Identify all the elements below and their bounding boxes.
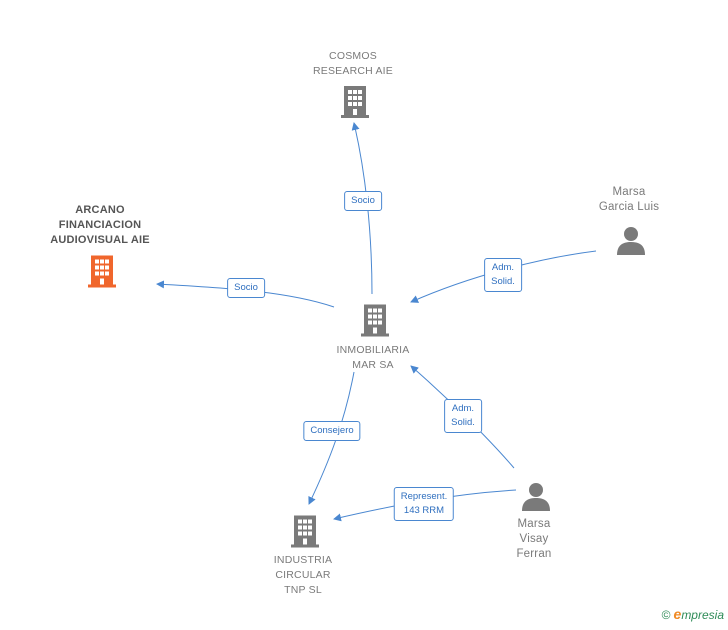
person-icon	[617, 227, 645, 255]
brand-footer[interactable]: ©empresia	[662, 606, 724, 622]
node-label-line: Marsa	[517, 518, 551, 530]
node-label-line: COSMOS	[329, 50, 377, 62]
node-marsa-garcia-luis[interactable]: Marsa Garcia Luis	[599, 185, 659, 215]
node-label-line: AUDIOVISUAL AIE	[50, 234, 150, 246]
edge-label-text: Represent.	[400, 491, 448, 502]
edge-label-text: Adm.	[451, 403, 475, 414]
building-icon	[361, 304, 389, 337]
node-cosmos-research[interactable]: COSMOS RESEARCH AIE	[313, 49, 393, 79]
node-arcano-financiacion[interactable]: ARCANO FINANCIACION AUDIOVISUAL AIE	[50, 203, 150, 248]
building-icon	[88, 255, 116, 288]
node-label-line: INMOBILIARIA	[336, 344, 410, 356]
edge-label-text: Solid.	[451, 417, 475, 428]
edge-label-text: Socio	[351, 195, 375, 206]
node-label-line: Marsa	[612, 186, 646, 198]
node-label-line: RESEARCH AIE	[312, 65, 394, 77]
node-label-line: CIRCULAR	[275, 569, 331, 581]
edge-label-represent: Represent. 143 RRM	[393, 487, 455, 521]
node-label-line: Ferran	[516, 548, 552, 560]
edge-label-socio-cosmos: Socio	[344, 191, 382, 211]
edge-label-socio-arcano: Socio	[227, 278, 265, 298]
brand-initial: e	[673, 606, 682, 622]
edge-label-consejero: Consejero	[303, 421, 361, 441]
node-label-line: Visay	[519, 533, 549, 545]
node-label-line: Garcia Luis	[598, 201, 660, 213]
edge-label-text: Socio	[234, 282, 258, 293]
node-industria-circular[interactable]: INDUSTRIA CIRCULAR TNP SL	[274, 553, 332, 598]
node-label-line: MAR SA	[352, 359, 394, 371]
building-icon	[341, 86, 369, 118]
node-label-line: FINANCIACION	[58, 219, 142, 231]
copyright-icon: ©	[661, 608, 671, 622]
edge-label-adm-solid-visay: Adm. Solid.	[444, 399, 482, 433]
edge-label-adm-solid-garcia: Adm. Solid.	[484, 258, 522, 292]
node-label-line: ARCANO	[75, 204, 125, 216]
edge-label-text: 143 RRM	[403, 505, 445, 516]
node-label-line: TNP SL	[284, 584, 322, 596]
person-icon	[522, 483, 550, 511]
node-inmobiliaria-mar[interactable]: INMOBILIARIA MAR SA	[337, 343, 410, 373]
node-label-line: INDUSTRIA	[273, 554, 333, 566]
building-icon	[291, 515, 319, 548]
edge-label-text: Solid.	[491, 276, 515, 287]
edge-label-text: Consejero	[310, 425, 354, 436]
node-marsa-visay-ferran[interactable]: Marsa Visay Ferran	[516, 517, 551, 562]
brand-name: mpresia	[681, 608, 724, 622]
edge-label-text: Adm.	[491, 262, 515, 273]
